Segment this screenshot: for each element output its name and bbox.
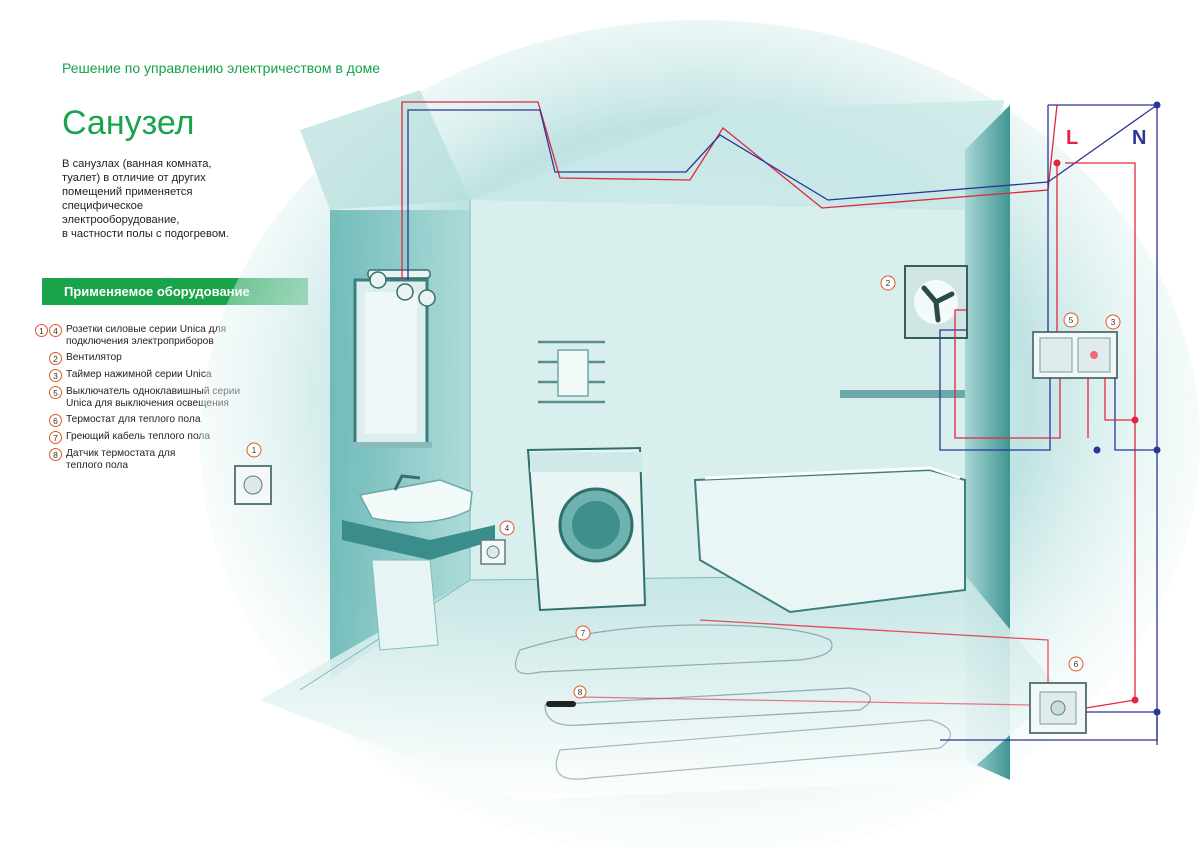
legend-item: 2 Вентилятор (26, 352, 286, 365)
legend-marker: 8 (49, 448, 62, 461)
towel-rail (538, 340, 605, 404)
fan (904, 265, 968, 339)
svg-text:7: 7 (581, 629, 586, 638)
floor-sensor (546, 701, 576, 707)
legend-marker: 7 (49, 431, 62, 444)
equipment-legend: 1 4 Розетки силовые серии Unica для подк… (26, 324, 286, 476)
legend-marker: 2 (49, 352, 62, 365)
scene-marker-7: 7 (575, 625, 591, 641)
wall-lamp (367, 269, 436, 307)
legend-text: Розетки силовые серии Unica для подключе… (66, 324, 227, 347)
legend-item: 7 Греющий кабель теплого пола (26, 431, 286, 444)
neutral-wire-ceiling (407, 104, 1158, 280)
legend-item: 3 Таймер нажимной серии Unica (26, 369, 286, 382)
legend-marker: 5 (49, 386, 62, 399)
svg-text:3: 3 (1111, 318, 1116, 327)
wiring (401, 101, 1158, 745)
svg-text:5: 5 (1069, 316, 1074, 325)
page-title: Санузел (62, 104, 195, 142)
svg-text:1: 1 (252, 446, 257, 455)
legend-item: 6 Термостат для теплого пола (26, 414, 286, 427)
wire-junctions (1053, 101, 1161, 716)
legend-marker: 4 (49, 324, 62, 337)
legend-marker: 6 (49, 414, 62, 427)
legend-text: Вентилятор (66, 352, 122, 363)
scene-marker-2: 2 (880, 275, 896, 291)
scene-marker-1: 1 (246, 442, 262, 458)
floor-heating-cable (515, 624, 951, 780)
thermostat (1029, 682, 1087, 734)
neutral-label: N (1132, 127, 1146, 149)
scene-marker-6: 6 (1068, 656, 1084, 672)
legend-text: Греющий кабель теплого пола (66, 431, 211, 442)
legend-item: 8 Датчик термостата для теплого пола (26, 448, 286, 472)
scene-marker-4: 4 (499, 520, 515, 536)
socket-4 (480, 539, 506, 565)
legend-text: Термостат для теплого пола (66, 414, 201, 425)
legend-item: 1 4 Розетки силовые серии Unica для подк… (26, 324, 286, 348)
phase-wire-ceiling (401, 101, 1058, 280)
tagline: Решение по управлению электричеством в д… (62, 60, 381, 76)
legend-text: Датчик термостата для теплого пола (66, 448, 176, 471)
scene-marker-3: 3 (1105, 314, 1121, 330)
phase-label: L (1066, 127, 1078, 149)
scene-marker-5: 5 (1063, 312, 1079, 328)
scene-marker-8: 8 (573, 685, 587, 699)
legend-marker: 1 (35, 324, 48, 337)
wall-shelf (840, 390, 965, 398)
mirror (352, 278, 432, 448)
socket-1 (234, 465, 272, 505)
washing-machine (526, 446, 647, 612)
svg-text:8: 8 (578, 688, 583, 697)
bathtub (693, 466, 966, 614)
svg-text:2: 2 (886, 279, 891, 288)
svg-text:6: 6 (1074, 660, 1079, 669)
sink (342, 474, 495, 651)
legend-text: Таймер нажимной серии Unica (66, 369, 212, 380)
legend-marker: 3 (49, 369, 62, 382)
intro-text: В санузлах (ванная комната, туалет) в от… (62, 158, 229, 240)
switch-and-timer-block (1032, 331, 1118, 379)
svg-text:4: 4 (505, 524, 510, 533)
